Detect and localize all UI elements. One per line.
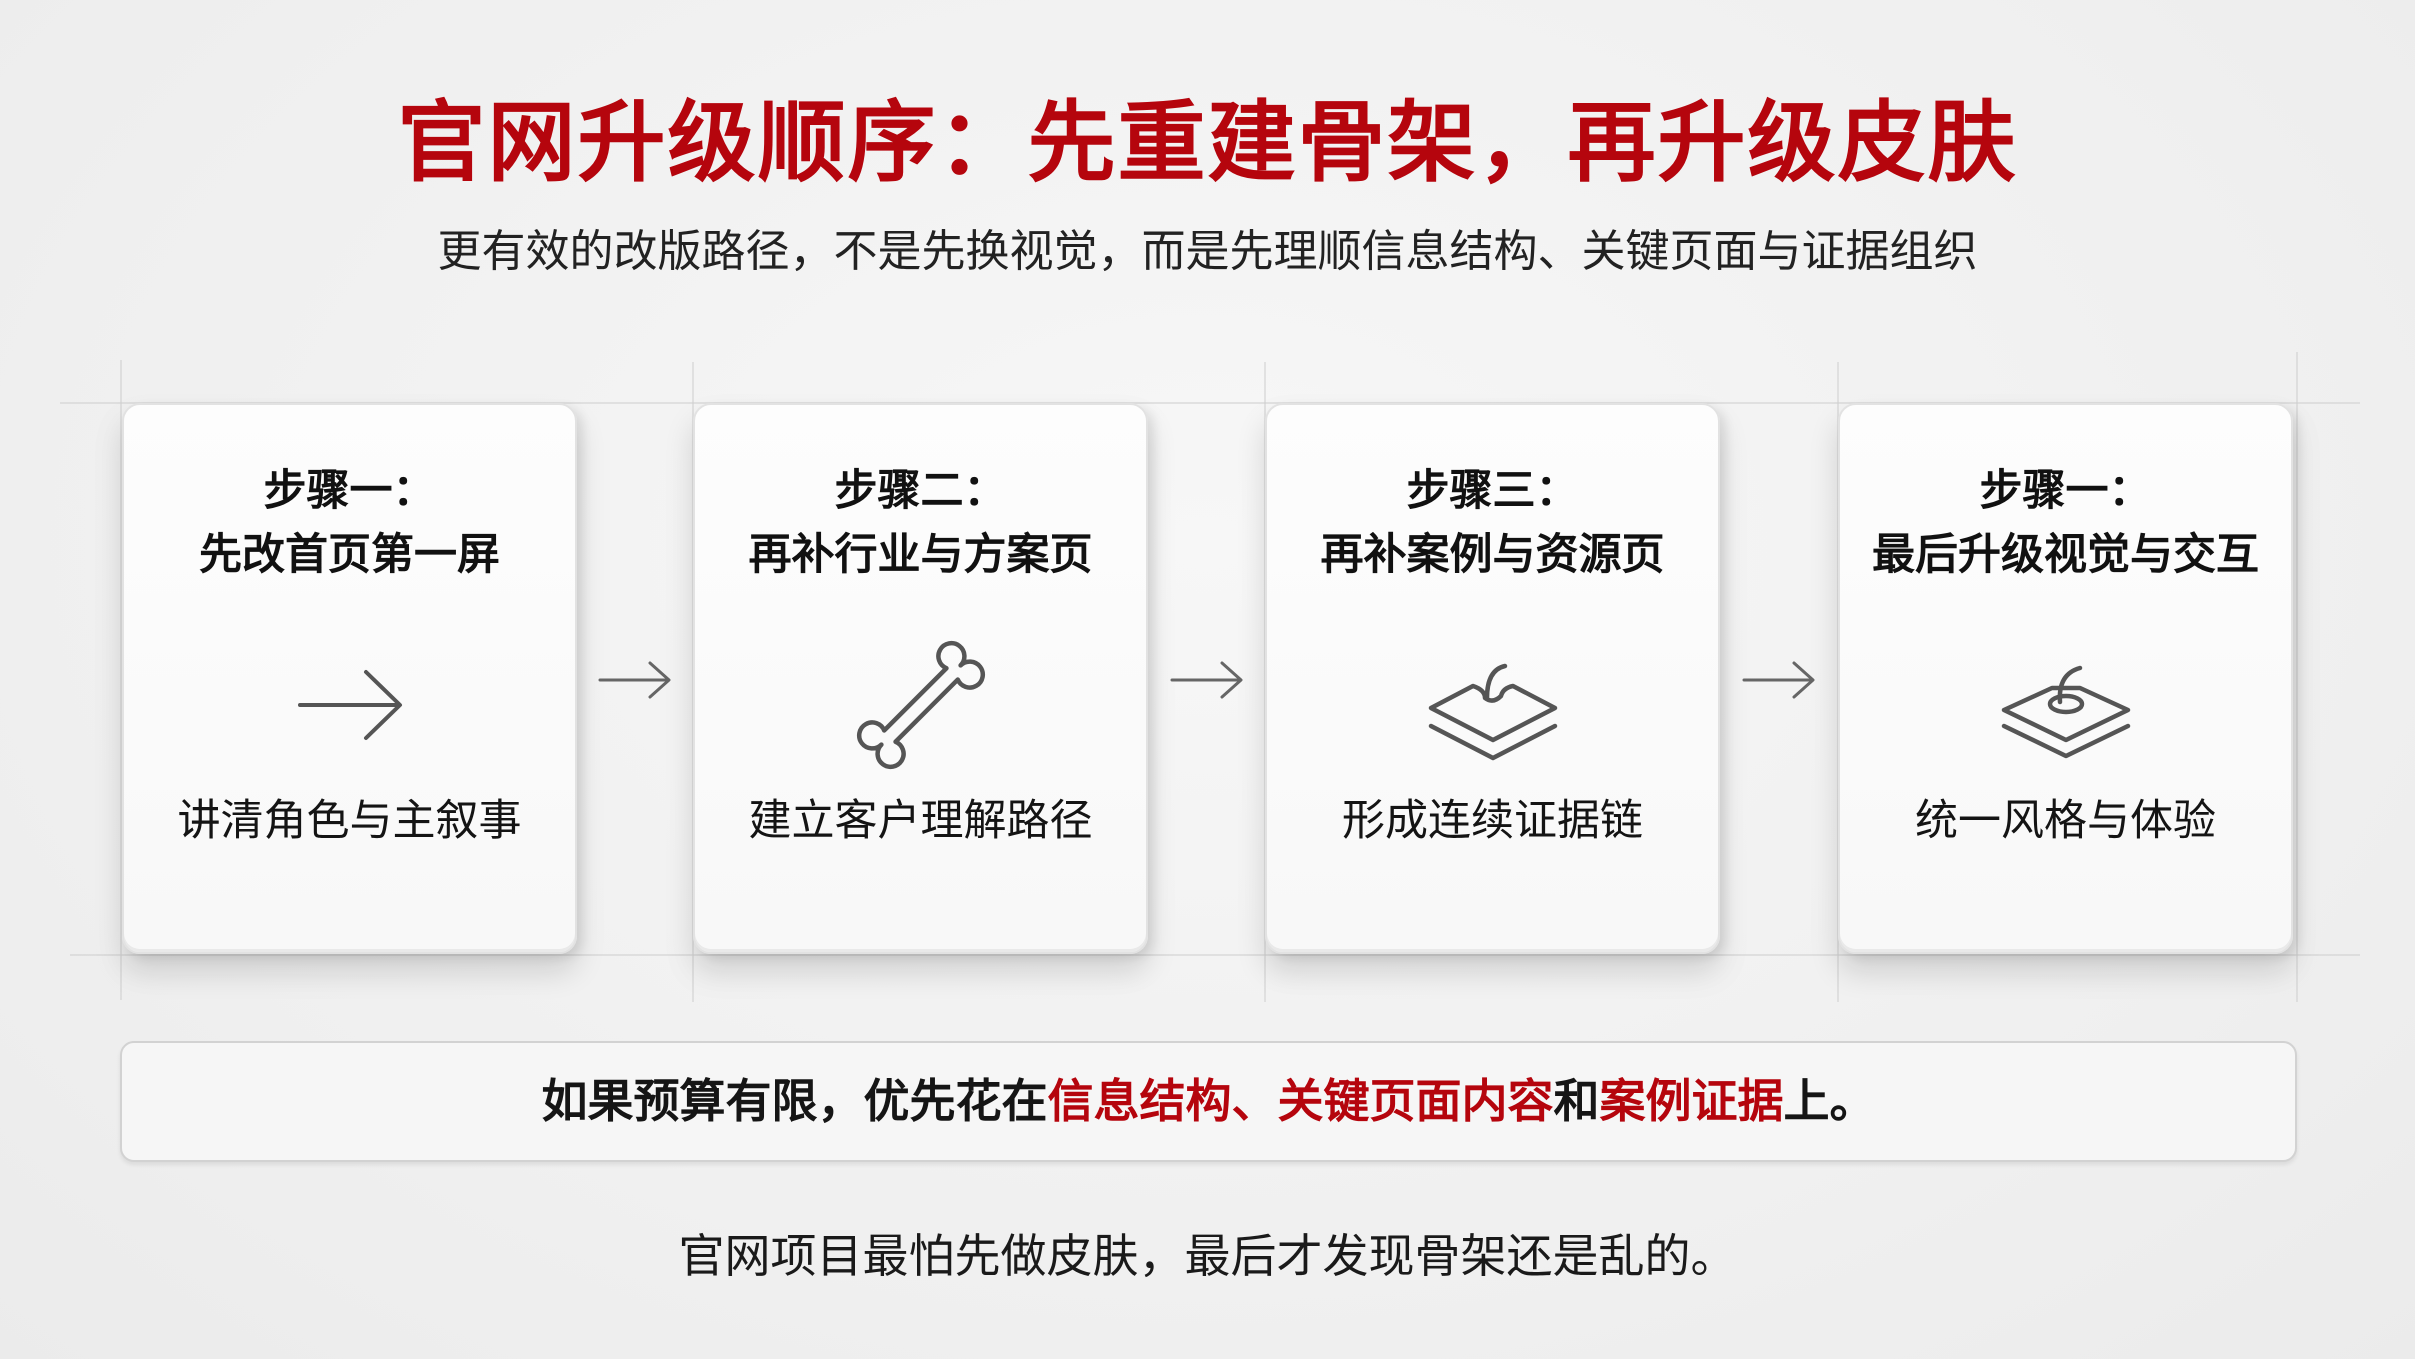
footer-note: 官网项目最怕先做皮肤，最后才发现骨架还是乱的。 xyxy=(678,1229,1737,1283)
page-subtitle: 更有效的改版路径，不是先换视觉，而是先理顺信息结构、关键页面与证据组织 xyxy=(437,226,1978,277)
step-card-1: 步骤一： 先改首页第一屏 讲清角色与主叙事 xyxy=(122,403,577,954)
step-name: 再补行业与方案页 xyxy=(748,530,1093,580)
step-description: 建立客户理解路径 xyxy=(748,796,1093,846)
step-label: 步骤一： xyxy=(263,466,436,516)
step-name: 先改首页第一屏 xyxy=(199,530,500,580)
callout-highlight: 信息结构、关键页面内容 xyxy=(1047,1074,1554,1128)
step-label: 步骤二： xyxy=(834,466,1007,516)
callout-text: 上。 xyxy=(1783,1074,1876,1128)
step-card-2: 步骤二： 再补行业与方案页 建立客户理解路径 xyxy=(693,403,1148,954)
step-description: 形成连续证据链 xyxy=(1342,796,1643,846)
flow-arrow-icon xyxy=(1170,661,1243,699)
step-description: 统一风格与体验 xyxy=(1915,796,2216,846)
step-label: 步骤三： xyxy=(1406,466,1579,516)
page-title: 官网升级顺序：先重建骨架，再升级皮肤 xyxy=(397,91,2018,194)
bone-icon xyxy=(856,641,985,769)
budget-callout: 如果预算有限，优先花在信息结构、关键页面内容和案例证据上。 xyxy=(120,1041,2297,1162)
step-card-4: 步骤一： 最后升级视觉与交互 统一风格与体验 xyxy=(1838,403,2293,954)
callout-text: 和 xyxy=(1553,1074,1600,1128)
layers-drop-icon xyxy=(2001,665,2130,759)
step-label: 步骤一： xyxy=(1979,466,2152,516)
step-description: 讲清角色与主叙事 xyxy=(177,796,522,846)
callout-text: 如果预算有限，优先花在 xyxy=(541,1074,1048,1128)
flow-arrow-icon xyxy=(1742,661,1815,699)
callout-highlight: 案例证据 xyxy=(1599,1074,1784,1128)
flow-arrow-icon xyxy=(598,661,671,699)
arrow-right-icon xyxy=(297,670,402,740)
step-card-3: 步骤三： 再补案例与资源页 形成连续证据链 xyxy=(1265,403,1720,954)
step-name: 最后升级视觉与交互 xyxy=(1872,530,2259,580)
step-name: 再补案例与资源页 xyxy=(1320,530,1665,580)
layers-drop-icon xyxy=(1428,663,1557,761)
